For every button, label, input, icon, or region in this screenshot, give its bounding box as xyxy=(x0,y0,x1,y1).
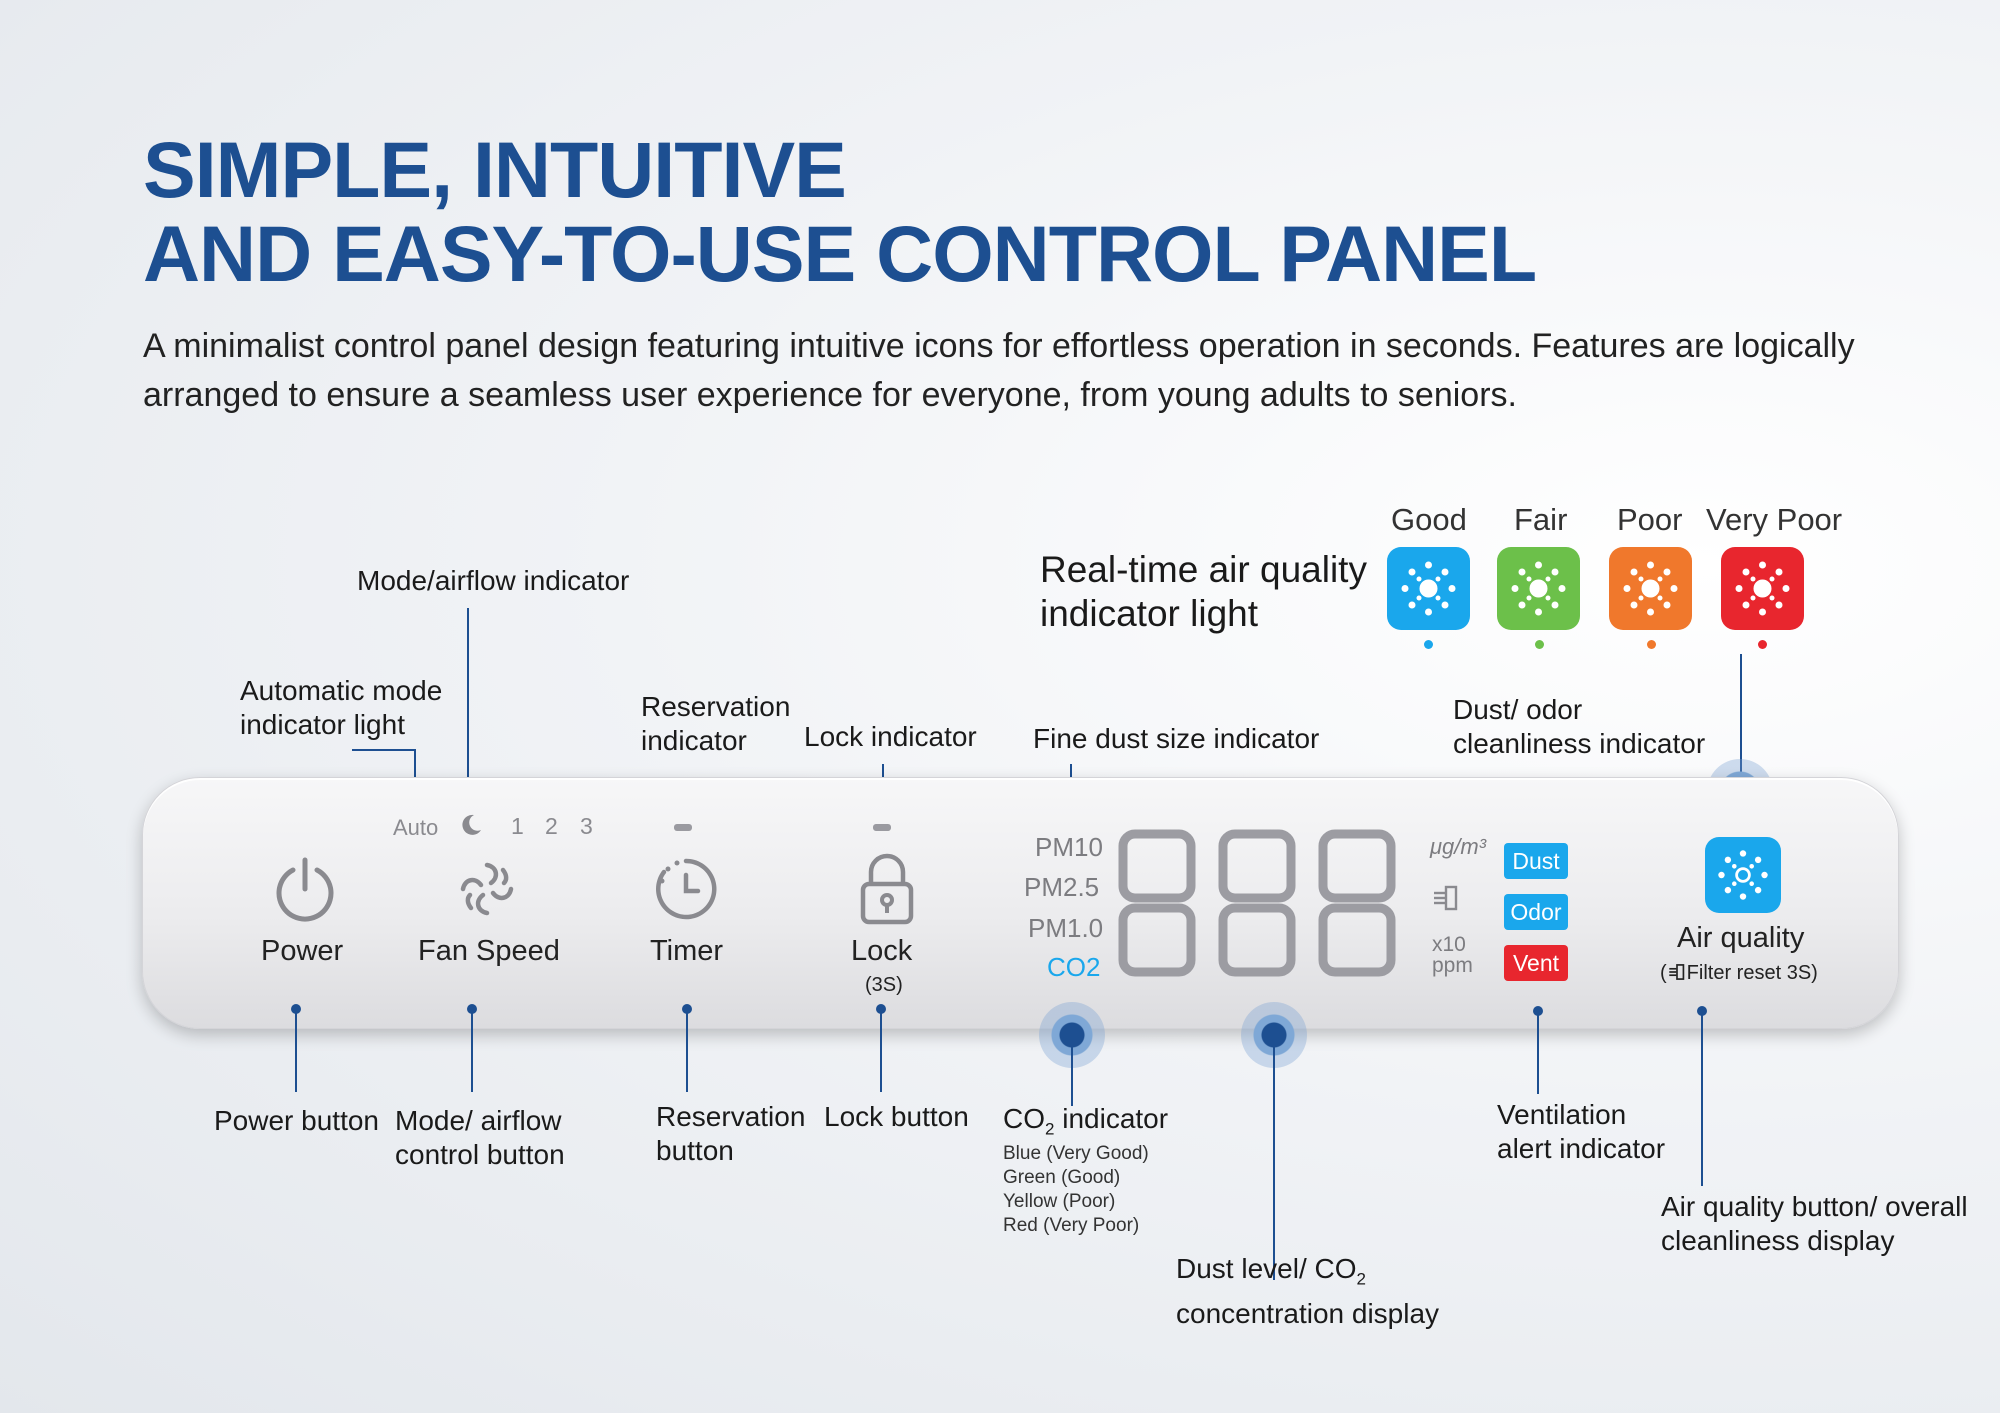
leader-line xyxy=(352,749,416,751)
fan-speed-button[interactable]: Fan Speed xyxy=(415,850,565,990)
leader-line xyxy=(1273,1042,1275,1280)
leader-line xyxy=(1701,1010,1703,1186)
aq-fair-light xyxy=(1497,547,1580,630)
co2-color-list: Blue (Very Good) Green (Good) Yellow (Po… xyxy=(1003,1143,1149,1236)
pm10-label: PM10 xyxy=(1035,832,1103,862)
lock-button-label: Lock button xyxy=(824,1101,969,1132)
level-very-poor-label: Very Poor xyxy=(1706,502,1843,537)
leader-line xyxy=(880,1008,882,1092)
co2-indicator-label: CO2 indicator xyxy=(1003,1103,1169,1139)
level-fair-label: Fair xyxy=(1514,502,1568,537)
odor-tag: Odor xyxy=(1504,894,1568,930)
mode-airflow-indicator-label: Mode/airflow indicator xyxy=(357,565,630,596)
timer-label: Timer xyxy=(650,935,724,967)
moon-icon xyxy=(462,814,481,835)
reservation-indicator-label: Reservation indicator xyxy=(641,691,791,756)
leader-line xyxy=(1071,1042,1073,1106)
lock-indicator-light xyxy=(873,824,891,831)
level-poor-label: Poor xyxy=(1617,502,1683,537)
lock-label: Lock xyxy=(851,935,913,967)
aq-light-heading: Real-time air quality indicator light xyxy=(1040,549,1367,634)
timer-icon xyxy=(656,858,717,920)
power-icon xyxy=(276,857,334,922)
air-quality-label: Air quality xyxy=(1677,922,1805,954)
unit-x10: x10 xyxy=(1432,933,1466,956)
sparkle-icon xyxy=(1511,561,1566,616)
leader-line xyxy=(686,1008,688,1092)
timer-button[interactable]: Timer xyxy=(640,850,740,990)
sparkle-icon xyxy=(1718,850,1768,900)
reservation-button-label: Reservation button xyxy=(656,1101,806,1166)
aq-very-poor-dot xyxy=(1758,640,1767,649)
dust-level-digits-display xyxy=(1118,829,1396,977)
aq-good-light xyxy=(1387,547,1470,630)
lock-indicator-label: Lock indicator xyxy=(804,721,977,752)
filter-reset-label: (Filter reset 3S) xyxy=(1660,962,1818,984)
level-good-label: Good xyxy=(1391,502,1467,537)
fan-icon xyxy=(460,862,514,916)
leader-line xyxy=(295,1008,297,1092)
dust-level-label: Dust level/ CO2 concentration display xyxy=(1176,1253,1440,1329)
leader-line xyxy=(467,608,469,794)
power-label: Power xyxy=(261,935,344,967)
leader-line xyxy=(1537,1010,1539,1094)
pm25-label: PM2.5 xyxy=(1024,872,1100,902)
ventilation-alert-label: Ventilation alert indicator xyxy=(1497,1099,1666,1164)
sparkle-icon xyxy=(1401,561,1456,616)
mode-airflow-button-label: Mode/ airflow control button xyxy=(395,1105,565,1170)
fine-dust-size-label: Fine dust size indicator xyxy=(1033,723,1320,754)
mode-speed-3-label: 3 xyxy=(580,813,593,839)
aq-good-dot xyxy=(1424,640,1433,649)
leader-line xyxy=(1740,654,1742,774)
vent-tag: Vent xyxy=(1504,945,1568,981)
mode-speed-1-label: 1 xyxy=(511,813,524,839)
control-panel xyxy=(142,777,1899,1029)
leader-line xyxy=(414,749,416,793)
title-line-2: AND EASY-TO-USE CONTROL PANEL xyxy=(143,209,1537,298)
mode-speed-2-label: 2 xyxy=(545,813,558,839)
title-line-1: SIMPLE, INTUITIVE xyxy=(143,125,847,214)
auto-mode-indicator-label: Automatic mode indicator light xyxy=(240,675,443,740)
pm10-small-label: PM1.0 xyxy=(1028,913,1104,943)
lock-button[interactable]: Lock (3S) xyxy=(840,850,940,1000)
filter-icon xyxy=(1434,885,1458,911)
sparkle-icon xyxy=(1735,561,1790,616)
lock-icon xyxy=(860,853,914,925)
page-title: SIMPLE, INTUITIVE AND EASY-TO-USE CONTRO… xyxy=(143,125,1537,298)
aq-fair-dot xyxy=(1535,640,1544,649)
filter-icon xyxy=(1668,964,1684,980)
co2-label: CO2 xyxy=(1047,952,1101,982)
aq-poor-light xyxy=(1609,547,1692,630)
power-button[interactable]: Power xyxy=(255,850,355,990)
page-description: A minimalist control panel design featur… xyxy=(143,327,1855,414)
dust-tag: Dust xyxy=(1504,843,1568,879)
unit-ugm3: μg/m³ xyxy=(1430,834,1487,859)
air-quality-button-light xyxy=(1705,837,1781,913)
reservation-indicator-light xyxy=(674,824,692,831)
leader-line xyxy=(471,1008,473,1092)
air-quality-button[interactable]: Air quality (Filter reset 3S) xyxy=(1660,836,1830,996)
fan-speed-label: Fan Speed xyxy=(418,935,560,967)
power-button-label: Power button xyxy=(214,1105,379,1136)
aq-very-poor-light xyxy=(1721,547,1804,630)
mode-auto-label: Auto xyxy=(393,815,439,840)
air-quality-button-callout: Air quality button/ overall cleanliness … xyxy=(1661,1191,1968,1256)
sparkle-icon xyxy=(1623,561,1678,616)
unit-ppm: ppm xyxy=(1432,954,1473,977)
lock-sub-label: (3S) xyxy=(865,974,903,996)
dust-odor-indicator-label: Dust/ odor cleanliness indicator xyxy=(1453,694,1706,759)
aq-poor-dot xyxy=(1647,640,1656,649)
